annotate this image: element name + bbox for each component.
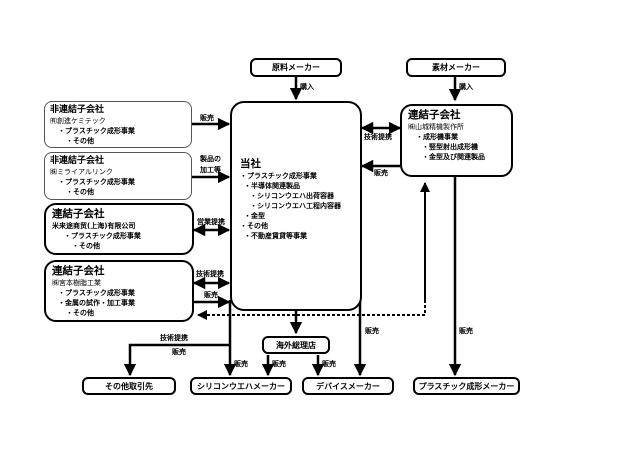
customer-wafer-maker: シリコンウエハメーカー: [190, 377, 292, 395]
business-line: ・金型: [244, 212, 265, 220]
purchase-label-raw: 購入: [300, 83, 314, 91]
flow-label: 販売: [365, 327, 379, 335]
relation-label: 加工等: [200, 166, 221, 174]
company-mirial-link: 非連結子会社 ㈱ミライアルリンク ・プラスチック成形事業 ・その他: [44, 152, 192, 200]
supplier-raw-material: 原料メーカー: [250, 58, 342, 77]
business-line: ・竪型射出成形機: [422, 143, 478, 151]
business-line: ・シリコンウエハ工程内容器: [250, 202, 341, 210]
business-line: ・その他: [240, 222, 268, 230]
flow-label: 販売: [322, 360, 336, 368]
company-sokushin: 非連結子会社 ㈲創進ケミテック ・プラスチック成形事業 ・その他: [44, 101, 192, 148]
flow-label: 販売: [459, 327, 473, 335]
company-yamashiro: 連結子会社 ㈱山城精機製作所 ・成形機事業 ・竪型射出成形機 ・金型及び関連製品: [400, 104, 513, 177]
customer-device-maker: デバイスメーカー: [302, 377, 394, 395]
customer-other: その他取引先: [82, 377, 176, 395]
company-name: ㈲創進ケミテック: [50, 117, 106, 125]
business-line: ・その他: [66, 137, 94, 145]
company-category: 非連結子会社: [50, 156, 105, 166]
main-company: 当社 ・プラスチック成形事業 ・半導体関連製品 ・シリコンウエハ出荷容器 ・シリ…: [230, 101, 362, 311]
arrow-other-customers: [123, 343, 230, 377]
company-category: 連結子会社: [52, 208, 105, 220]
company-miyamoto: 連結子会社 ㈱宮本樹脂工業 ・プラスチック成形事業 ・金属の試作・加工事業 ・そ…: [44, 260, 194, 322]
business-line: ・金型及び関連製品: [422, 153, 485, 161]
relation-label: 製品の: [200, 155, 221, 163]
supplier-material: 素材メーカー: [406, 58, 506, 77]
relation-label: 技術提携: [364, 133, 392, 141]
overseas-distributor: 海外総理店: [262, 336, 330, 354]
relation-label: 技術提携: [196, 270, 224, 278]
business-line: ・プラスチック成形事業: [58, 127, 135, 135]
business-line: ・プラスチック成形事業: [58, 178, 135, 186]
customer-plastic-maker: プラスチック成形メーカー: [413, 377, 520, 395]
business-line: ・プラスチック成形事業: [240, 172, 317, 180]
business-line: ・プラスチック成形事業: [58, 289, 135, 297]
business-line: ・その他: [66, 309, 94, 317]
relation-label: 販売: [374, 169, 388, 177]
flow-label: 販売: [272, 360, 286, 368]
main-company-title: 当社: [240, 158, 261, 170]
company-shanghai: 連結子会社 米来途商贸(上海)有限公司 ・プラスチック成形事業 ・その他: [44, 203, 194, 255]
company-name: ㈱山城精機製作所: [408, 123, 464, 131]
flow-label: 販売: [234, 360, 248, 368]
company-category: 連結子会社: [52, 265, 105, 277]
business-line: ・半導体関連製品: [244, 182, 300, 190]
flow-label: 販売: [172, 348, 186, 356]
relation-label: 営業提携: [197, 218, 225, 226]
business-line: ・その他: [66, 188, 94, 196]
company-name: 米来途商贸(上海)有限公司: [52, 222, 136, 230]
business-line: ・その他: [72, 242, 100, 250]
purchase-label-material: 購入: [459, 83, 473, 91]
company-name: ㈱宮本樹脂工業: [52, 279, 101, 287]
relation-label: 販売: [200, 114, 214, 122]
relation-label: 販売: [204, 291, 218, 299]
company-category: 連結子会社: [408, 109, 461, 121]
company-name: ㈱ミライアルリンク: [50, 168, 113, 176]
dashed-arrow-loop: [197, 185, 426, 320]
business-line: ・金属の試作・加工事業: [58, 299, 135, 307]
business-line: ・不動産賃貸等事業: [244, 232, 307, 240]
business-line: ・プラスチック成形事業: [64, 232, 141, 240]
business-line: ・成形機事業: [416, 133, 458, 141]
business-line: ・シリコンウエハ出荷容器: [250, 192, 334, 200]
flow-label: 技術提携: [160, 334, 188, 342]
company-category: 非連結子会社: [50, 105, 105, 115]
